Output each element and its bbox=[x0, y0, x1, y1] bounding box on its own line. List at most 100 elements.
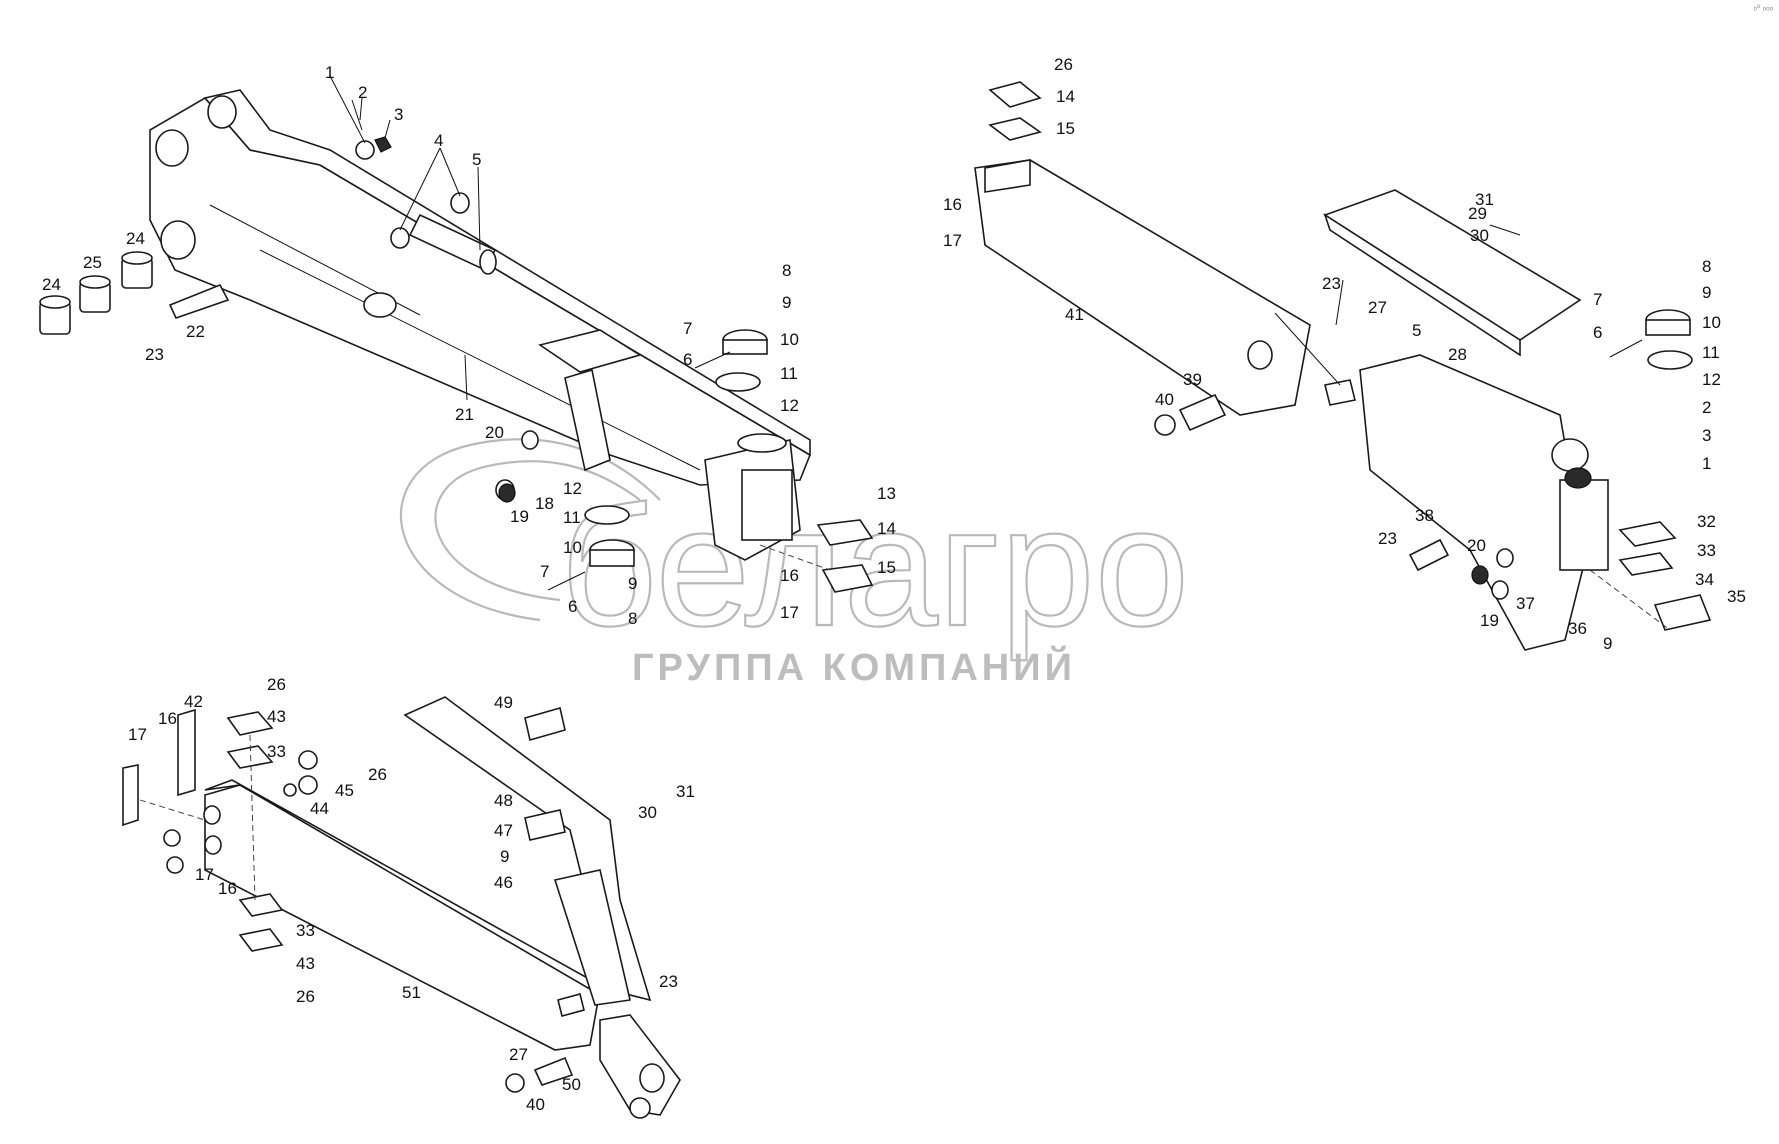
callout-41: 41 bbox=[1065, 305, 1084, 324]
ring-4a bbox=[390, 227, 410, 249]
bushing-25-top bbox=[79, 275, 111, 289]
callout-50: 50 bbox=[562, 1075, 581, 1094]
callout-9: 9 bbox=[1702, 283, 1711, 302]
callout-27: 27 bbox=[509, 1045, 528, 1064]
boom-21-slot bbox=[363, 292, 397, 318]
pin-6a bbox=[694, 351, 731, 369]
channel-29 bbox=[1323, 189, 1582, 341]
end-yoke-eye-a bbox=[639, 1063, 665, 1093]
callout-17: 17 bbox=[943, 231, 962, 250]
callout-29: 29 bbox=[1468, 204, 1487, 223]
plate-34 bbox=[1653, 594, 1712, 631]
callout-10: 10 bbox=[780, 330, 799, 349]
disc-11c bbox=[1647, 350, 1693, 370]
washer-1 bbox=[355, 140, 375, 160]
callout-8: 8 bbox=[628, 609, 637, 628]
callout-23: 23 bbox=[1322, 274, 1341, 293]
callout-19: 19 bbox=[510, 507, 529, 526]
callout-28: 28 bbox=[1448, 345, 1467, 364]
callout-31: 31 bbox=[676, 782, 695, 801]
bushing-24a-top bbox=[39, 295, 71, 309]
callout-16: 16 bbox=[158, 709, 177, 728]
callout-14: 14 bbox=[1056, 87, 1075, 106]
housing-right-eye bbox=[1551, 438, 1589, 472]
bracket-48-web bbox=[553, 869, 631, 1006]
bolt-2 bbox=[351, 99, 363, 131]
callout-9: 9 bbox=[628, 574, 637, 593]
callout-26: 26 bbox=[267, 675, 286, 694]
channel-29-side bbox=[1323, 213, 1521, 357]
callout-18: 18 bbox=[535, 494, 554, 513]
callout-10: 10 bbox=[1702, 313, 1721, 332]
plate-32 bbox=[1618, 521, 1677, 547]
callout-12: 12 bbox=[780, 396, 799, 415]
corner-mark: ₒᵒ ₒₒₒ bbox=[1753, 2, 1774, 12]
callout-15: 15 bbox=[1056, 119, 1075, 138]
link-27 bbox=[1324, 379, 1356, 406]
callouts-top-left: 1 2 3 4 5 24 25 24 22 23 21 8 9 7 10 6 1… bbox=[42, 63, 896, 628]
callout-9: 9 bbox=[500, 847, 509, 866]
top-right-assembly bbox=[974, 81, 1712, 651]
callout-30: 30 bbox=[1470, 226, 1489, 245]
callout-15: 15 bbox=[877, 558, 896, 577]
bush-19-right bbox=[1471, 565, 1489, 585]
tube-41 bbox=[974, 159, 1311, 416]
callout-31: 31 bbox=[1475, 190, 1494, 209]
callout-16: 16 bbox=[218, 879, 237, 898]
housing-box-ring bbox=[737, 433, 787, 453]
housing-right-window bbox=[1559, 479, 1609, 571]
callout-8: 8 bbox=[1702, 257, 1711, 276]
callout-1: 1 bbox=[325, 63, 334, 82]
plate-42 bbox=[177, 708, 196, 797]
callout-26: 26 bbox=[368, 765, 387, 784]
callout-47: 47 bbox=[494, 821, 513, 840]
pin-6c bbox=[1609, 339, 1643, 358]
callout-14: 14 bbox=[877, 519, 896, 538]
disc-11b bbox=[584, 505, 630, 525]
watermark-swoosh-inner bbox=[434, 460, 641, 602]
tube-41-end bbox=[984, 159, 1031, 193]
callout-7: 7 bbox=[683, 319, 692, 338]
bush-37 bbox=[1491, 580, 1509, 600]
plate-33 bbox=[1618, 552, 1674, 576]
saddle bbox=[538, 329, 642, 373]
callout-37: 37 bbox=[1516, 594, 1535, 613]
beam-51-hole-b bbox=[204, 835, 222, 855]
callout-11: 11 bbox=[563, 508, 581, 527]
callout-17: 17 bbox=[128, 725, 147, 744]
plate-43-bottom bbox=[238, 928, 284, 952]
callout-4: 4 bbox=[434, 131, 443, 150]
callout-33: 33 bbox=[1697, 541, 1716, 560]
callout-32: 32 bbox=[1697, 512, 1716, 531]
watermark: белагро ГРУППА КОМПАНИЙ bbox=[399, 438, 1190, 689]
callout-6: 6 bbox=[1593, 323, 1602, 342]
callout-25: 25 bbox=[83, 253, 102, 272]
callout-13: 13 bbox=[877, 484, 896, 503]
callout-23: 23 bbox=[659, 972, 678, 991]
callout-12: 12 bbox=[1702, 370, 1721, 389]
callout-24: 24 bbox=[126, 229, 145, 248]
top-left-assembly bbox=[39, 75, 874, 593]
pin-6b bbox=[547, 571, 586, 591]
callout-26: 26 bbox=[1054, 55, 1073, 74]
washer-44 bbox=[283, 783, 297, 797]
callout-34: 34 bbox=[1695, 570, 1714, 589]
callouts-bottom: 26 42 16 17 43 33 26 45 44 17 16 49 48 4… bbox=[128, 675, 695, 1114]
callout-10: 10 bbox=[563, 538, 582, 557]
boom-21-eye-top bbox=[207, 95, 237, 129]
callout-43: 43 bbox=[267, 707, 286, 726]
callout-38: 38 bbox=[1415, 506, 1434, 525]
callout-51: 51 bbox=[402, 983, 421, 1002]
beam-51-hole-a bbox=[203, 805, 221, 825]
callout-11: 11 bbox=[780, 364, 798, 383]
ring-4b bbox=[450, 192, 470, 214]
callout-30: 30 bbox=[638, 803, 657, 822]
plate-15-top bbox=[988, 117, 1042, 141]
callout-46: 46 bbox=[494, 873, 513, 892]
pin-39 bbox=[1178, 393, 1227, 432]
cap-10a-body bbox=[722, 339, 768, 355]
callout-17: 17 bbox=[780, 603, 799, 622]
callout-12: 12 bbox=[563, 479, 582, 498]
cap-10b-body bbox=[589, 549, 635, 567]
callout-23: 23 bbox=[1378, 529, 1397, 548]
